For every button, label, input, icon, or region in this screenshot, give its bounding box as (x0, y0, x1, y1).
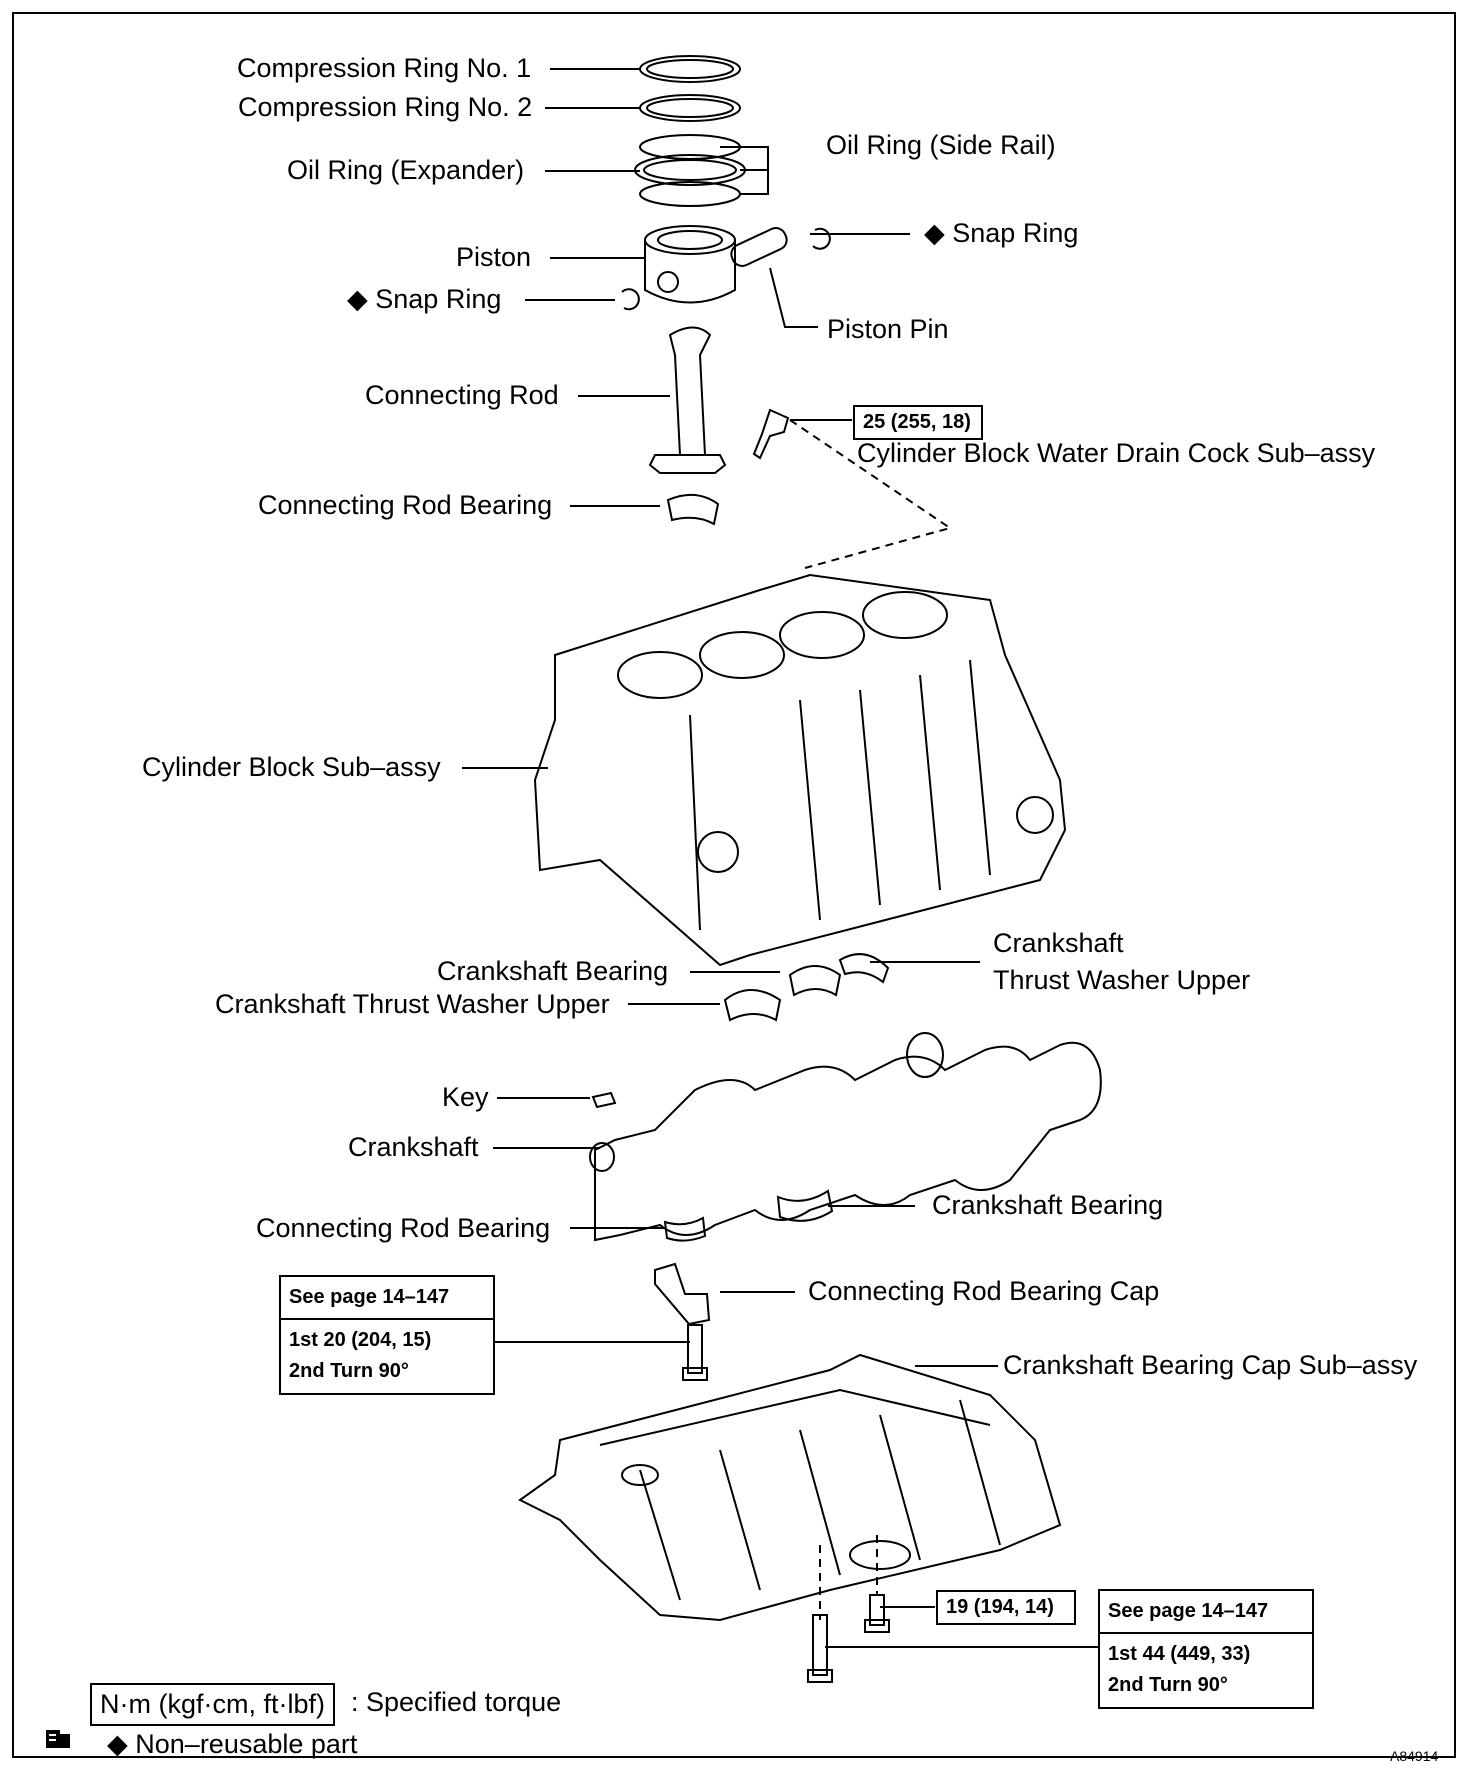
torque-step-1: 1st 20 (204, 15) (289, 1329, 432, 1351)
label-snap-ring-right: ◆ Snap Ring (924, 218, 1079, 248)
label-compression-ring-1: Compression Ring No. 1 (237, 53, 532, 83)
legend-torque-unit: N·m (kgf·cm, ft·lbf) (100, 1689, 325, 1719)
torque-step-2: 2nd Turn 90° (289, 1360, 409, 1382)
page-reference: See page 14–147 (1108, 1600, 1269, 1622)
label-snap-ring-left: ◆ Snap Ring (347, 284, 502, 314)
figure-id: A84914 (1390, 1748, 1439, 1764)
label-crankshaft: Crankshaft (348, 1132, 479, 1162)
torque-value: 19 (194, 14) (946, 1596, 1054, 1618)
torque-value: 25 (255, 18) (863, 411, 971, 433)
label-connecting-rod-bearing-upper: Connecting Rod Bearing (258, 490, 553, 520)
torque-box-drain-cock: 25 (255, 18) (853, 405, 983, 440)
label-crankshaft-bearing-cap: Crankshaft Bearing Cap Sub–assy (1003, 1350, 1418, 1380)
label-piston: Piston (456, 242, 532, 272)
label-connecting-rod-bearing-lower: Connecting Rod Bearing (256, 1213, 551, 1243)
label-piston-pin: Piston Pin (827, 314, 949, 344)
label-compression-ring-2: Compression Ring No. 2 (238, 92, 533, 122)
label-drain-cock: Cylinder Block Water Drain Cock Sub–assy (857, 438, 1376, 468)
legend-non-reusable: ◆ Non–reusable part (107, 1729, 358, 1759)
label-crankshaft-thrust-right-line1: Crankshaft (993, 928, 1124, 958)
legend-torque-unit-box: N·m (kgf·cm, ft·lbf) (90, 1683, 335, 1726)
legend-torque-desc: : Specified torque (351, 1687, 562, 1717)
label-crankshaft-bearing-upper: Crankshaft Bearing (437, 956, 669, 986)
label-crankshaft-thrust-left: Crankshaft Thrust Washer Upper (215, 989, 610, 1019)
diagram-frame (12, 12, 1456, 1758)
torque-box-cap-bolt: See page 14–147 1st 20 (204, 15) 2nd Tur… (279, 1275, 495, 1395)
label-connecting-rod: Connecting Rod (365, 380, 559, 410)
page-reference: See page 14–147 (289, 1286, 450, 1308)
label-oil-ring-expander: Oil Ring (Expander) (287, 155, 525, 185)
torque-box-small-bolt: 19 (194, 14) (936, 1590, 1076, 1625)
book-icon (46, 1730, 70, 1748)
label-crankshaft-thrust-right-line2: Thrust Washer Upper (993, 965, 1251, 995)
label-key: Key (442, 1082, 489, 1112)
label-connecting-rod-bearing-cap: Connecting Rod Bearing Cap (808, 1276, 1160, 1306)
torque-step-2: 2nd Turn 90° (1108, 1674, 1228, 1696)
label-oil-ring-side-rail: Oil Ring (Side Rail) (826, 130, 1056, 160)
label-cylinder-block: Cylinder Block Sub–assy (142, 752, 441, 782)
torque-box-main-bolt: See page 14–147 1st 44 (449, 33) 2nd Tur… (1098, 1589, 1314, 1709)
torque-step-1: 1st 44 (449, 33) (1108, 1643, 1251, 1665)
label-crankshaft-bearing-lower: Crankshaft Bearing (932, 1190, 1164, 1220)
